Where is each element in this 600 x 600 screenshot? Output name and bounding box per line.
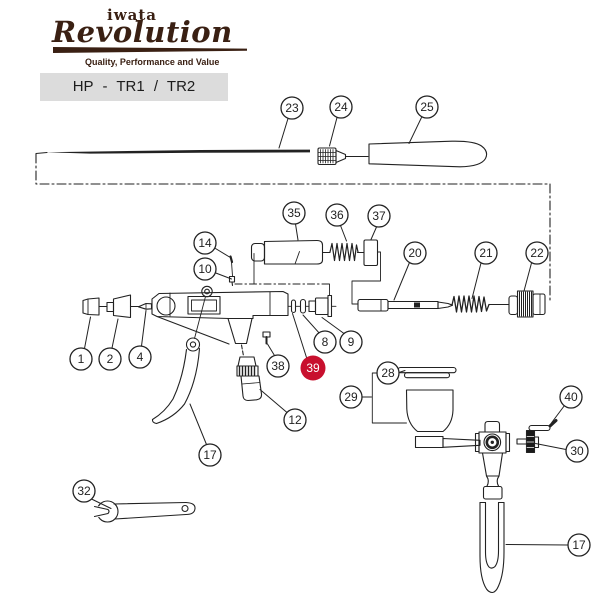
callout-4: 4 <box>128 310 152 369</box>
callout-35: 35 <box>282 201 306 241</box>
wrench-part <box>93 500 196 523</box>
svg-text:23: 23 <box>285 101 299 115</box>
callout-30: 30 <box>535 439 589 463</box>
svg-text:29: 29 <box>344 390 358 404</box>
model-label: HP - TR1 / TR2 <box>40 73 228 101</box>
callout-21: 21 <box>471 241 498 299</box>
svg-text:14: 14 <box>198 236 212 250</box>
air-valve-part <box>474 420 511 500</box>
svg-text:4: 4 <box>137 350 144 364</box>
callout-24: 24 <box>329 95 353 147</box>
callout-32: 32 <box>72 479 112 509</box>
needle-spring-part <box>451 295 510 313</box>
svg-text:21: 21 <box>479 246 493 260</box>
grip-handle-part <box>479 501 505 594</box>
valve-connector-part <box>236 356 263 402</box>
callout-17: 17 <box>189 403 222 467</box>
svg-text:22: 22 <box>530 246 544 260</box>
piston-spring-part <box>329 242 359 262</box>
piston-plate-part <box>351 239 381 305</box>
svg-text:39: 39 <box>306 361 320 375</box>
spring-adjuster-part <box>508 290 546 318</box>
callout-39-highlighted: 39 <box>292 313 326 381</box>
needle-chucking-guide-part <box>357 298 454 312</box>
svg-text:30: 30 <box>570 444 584 458</box>
svg-text:20: 20 <box>408 246 422 260</box>
svg-text:38: 38 <box>271 359 285 373</box>
svg-text:40: 40 <box>564 390 578 404</box>
trigger-part <box>151 337 201 425</box>
brand-tagline: Quality, Performance and Value <box>85 57 220 67</box>
valve-spring-screw-part <box>516 429 540 454</box>
callout-9: 9 <box>321 317 363 354</box>
callout-2: 2 <box>98 318 122 371</box>
svg-text:17: 17 <box>203 448 217 462</box>
needle-chucking-nut-part <box>317 147 369 166</box>
callout-22: 22 <box>523 241 549 292</box>
svg-text:9: 9 <box>348 335 355 349</box>
set-screw-part <box>262 331 271 345</box>
cup-part <box>371 372 481 449</box>
callout-38: 38 <box>266 343 290 378</box>
svg-text:37: 37 <box>372 209 386 223</box>
svg-text:8: 8 <box>322 335 329 349</box>
brand-logo-top-text: iwata <box>107 6 157 24</box>
svg-text:36: 36 <box>330 208 344 222</box>
valve-screw-part <box>528 419 558 432</box>
callout-28: 28 <box>376 361 406 385</box>
svg-text:1: 1 <box>78 352 85 366</box>
airbrush-body <box>151 285 289 345</box>
callout-12: 12 <box>259 389 307 432</box>
svg-text:12: 12 <box>288 413 302 427</box>
callout-17: 17 <box>505 533 591 557</box>
nozzle-cap-parts <box>82 294 153 319</box>
brand-logo: iwata Revolution Quality, Performance an… <box>0 0 300 70</box>
handle-part <box>368 140 488 168</box>
callout-20: 20 <box>393 241 427 301</box>
callout-10: 10 <box>193 257 232 281</box>
svg-text:28: 28 <box>381 366 395 380</box>
svg-text:24: 24 <box>334 100 348 114</box>
svg-text:25: 25 <box>420 100 434 114</box>
callout-1: 1 <box>69 316 93 371</box>
callout-25: 25 <box>408 95 439 144</box>
brand-logo-main-text: Revolution <box>52 15 233 49</box>
callout-23: 23 <box>278 96 304 149</box>
brand-logo-swoosh <box>53 47 247 53</box>
svg-text:2: 2 <box>107 352 114 366</box>
rear-washer-parts <box>287 283 337 318</box>
callout-40: 40 <box>550 385 583 424</box>
svg-text:35: 35 <box>287 206 301 220</box>
svg-text:10: 10 <box>198 262 212 276</box>
callout-29: 29 <box>339 385 372 409</box>
callout-14: 14 <box>193 231 230 258</box>
svg-text:32: 32 <box>77 484 91 498</box>
callout-36: 36 <box>325 203 349 242</box>
svg-text:17: 17 <box>572 538 586 552</box>
needle-packing-screw-parts <box>228 255 236 287</box>
piston-assembly-part <box>250 239 365 285</box>
needle-part <box>35 149 310 155</box>
callout-8: 8 <box>302 314 337 354</box>
assembly-axis-lines <box>35 153 551 357</box>
cup-lid-part <box>397 366 457 379</box>
callout-37: 37 <box>367 204 391 240</box>
